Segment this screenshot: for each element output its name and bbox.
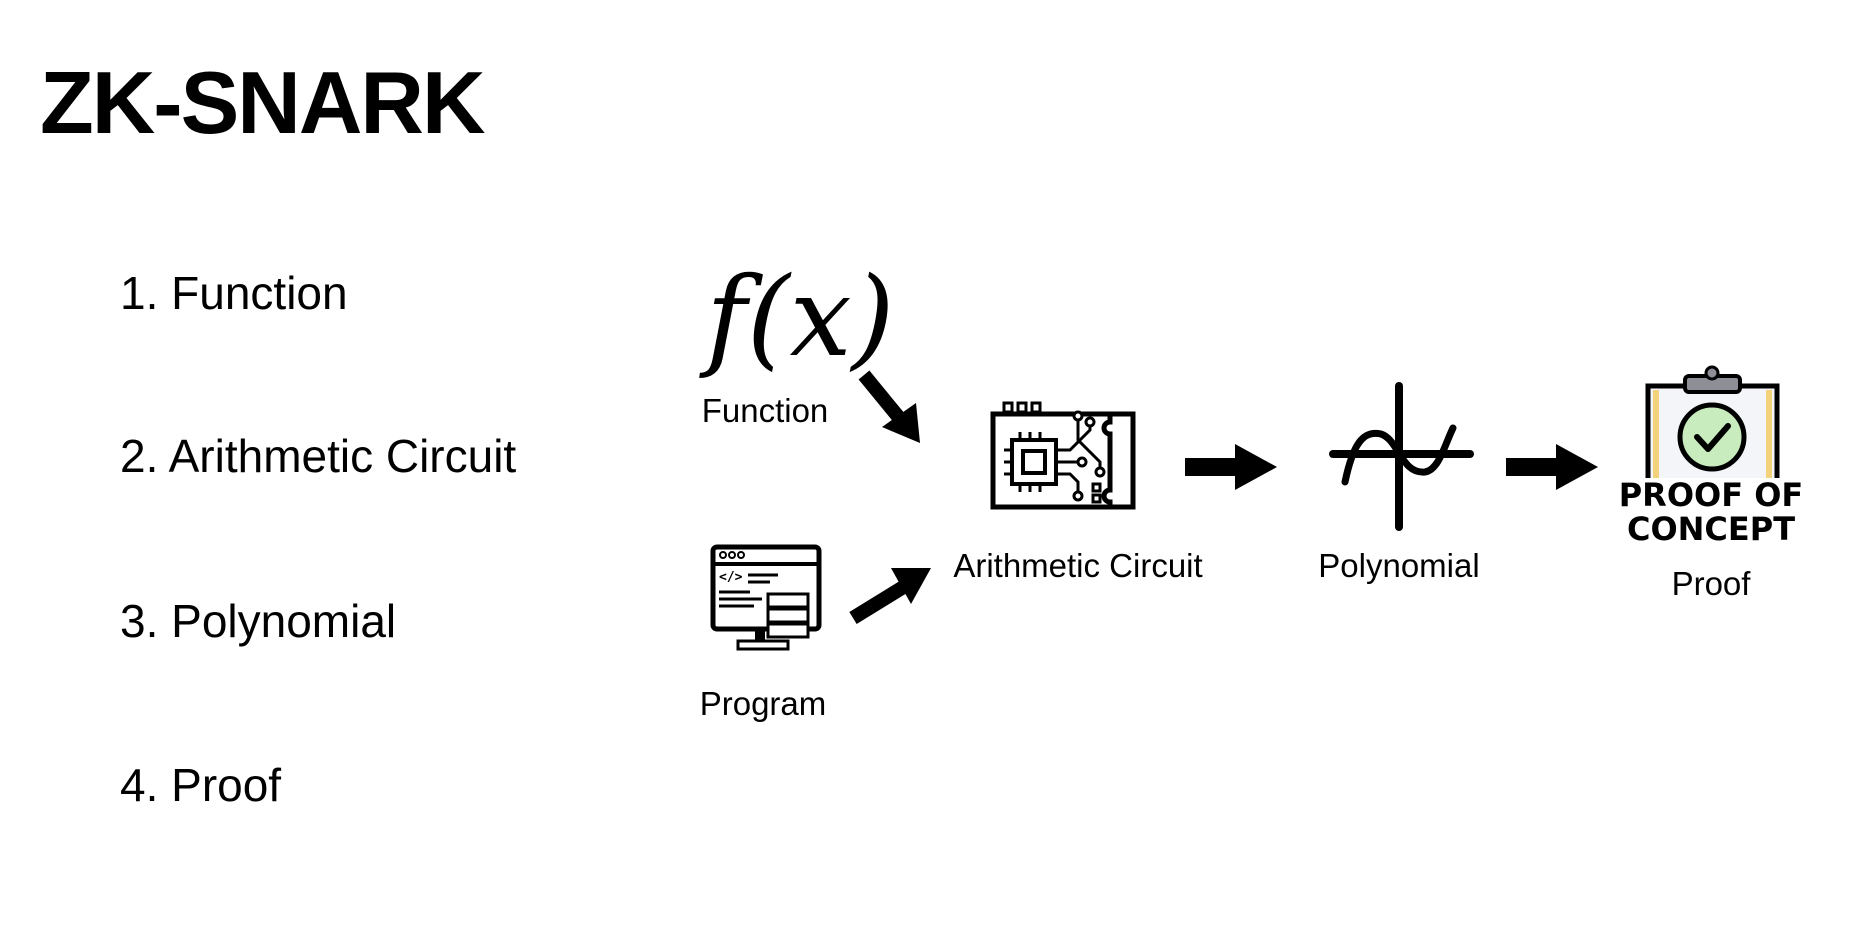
step-4: 4. Proof [120,759,282,811]
proof-badge: PROOF OF CONCEPT [1611,478,1811,546]
function-symbol: f(x) [706,253,895,381]
proof-badge-line1: PROOF OF [1618,476,1804,514]
function-label: Function [701,392,829,429]
program-label: Program [699,685,827,722]
proof-badge-line2: CONCEPT [1626,510,1796,548]
step-3: 3. Polynomial [120,595,397,647]
program-icon: </> [710,544,822,651]
arrow-program-to-circuit-icon [849,568,931,624]
code-tag: </> [719,570,743,585]
polynomial-label: Polynomial [1318,547,1480,584]
arrow-circuit-to-polynomial-icon [1185,444,1277,490]
page-title: ZK-SNARK [40,53,486,152]
polynomial-icon [1329,382,1474,531]
arrow-function-to-circuit-icon [858,370,920,443]
proof-label: Proof [1671,565,1751,602]
circuit-label: Arithmetic Circuit [953,547,1203,584]
circuit-icon [990,401,1136,510]
function-icon: f(x) [706,262,895,382]
step-1: 1. Function [120,267,348,319]
proof-clipboard-icon [1645,365,1780,489]
arrow-polynomial-to-proof-icon [1506,444,1598,490]
step-2: 2. Arithmetic Circuit [120,430,517,482]
